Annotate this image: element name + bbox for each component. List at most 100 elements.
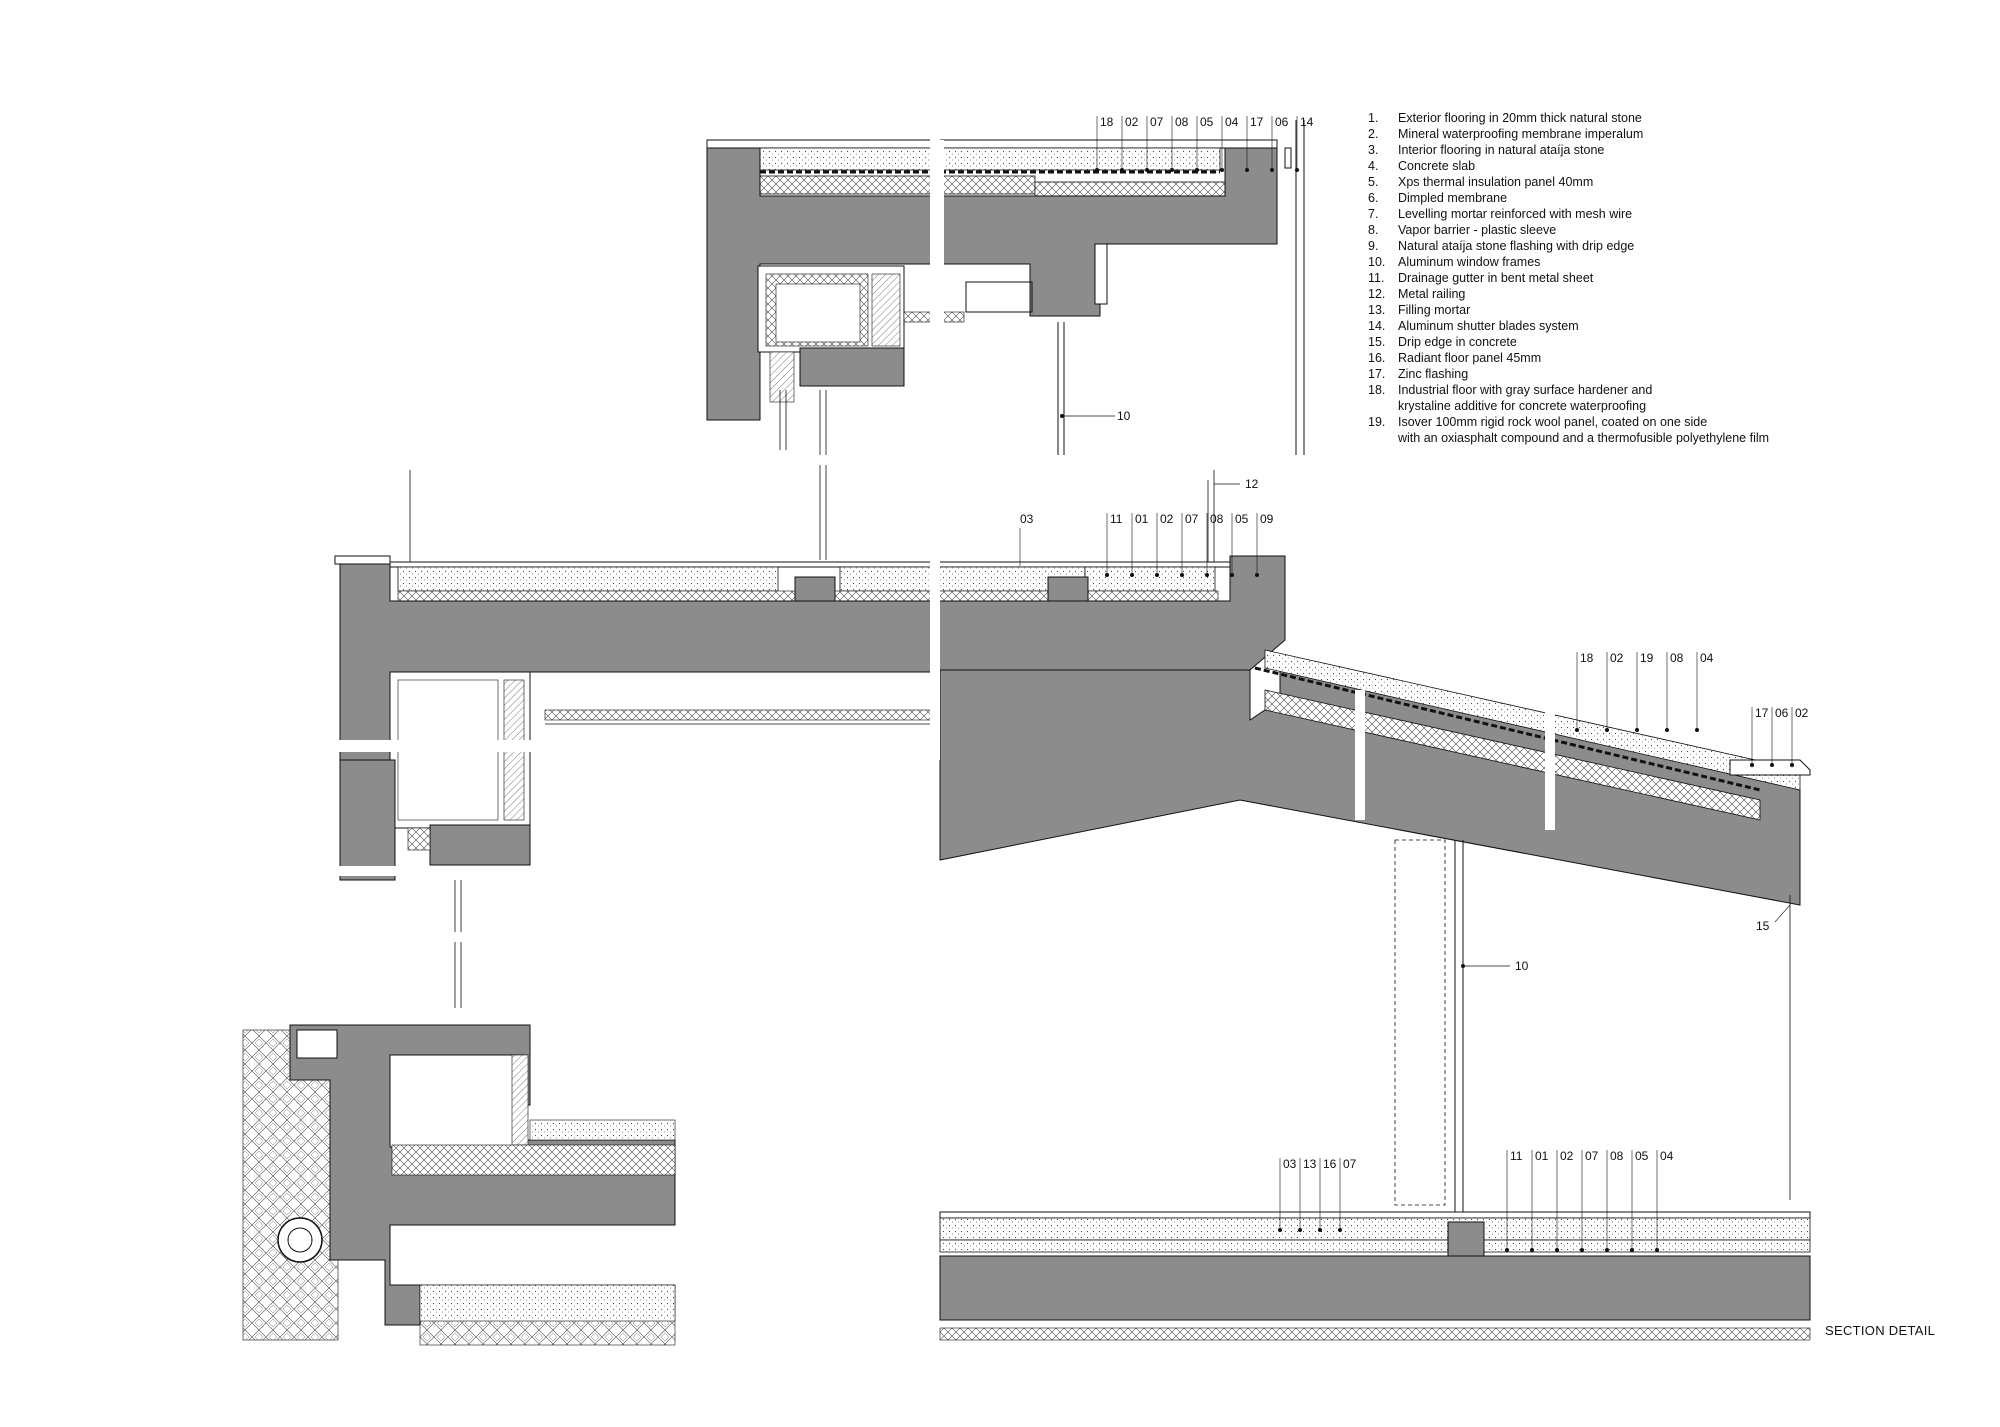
- callout-dot: [1205, 573, 1209, 577]
- legend-text: Exterior flooring in 20mm thick natural …: [1398, 111, 1642, 125]
- callout-dot: [1605, 1248, 1609, 1252]
- callout-dot: [1295, 168, 1299, 172]
- legend-number: 14.: [1368, 319, 1386, 333]
- legend-number: 3.: [1368, 143, 1379, 157]
- callout-dot: [1338, 1228, 1342, 1232]
- callout-dot: [1665, 728, 1669, 732]
- legend-text: Radiant floor panel 45mm: [1398, 351, 1542, 365]
- legend-text: Industrial floor with gray surface harde…: [1398, 383, 1653, 413]
- callout-label: 06: [1775, 706, 1789, 720]
- callout-dot: [1130, 573, 1134, 577]
- callout-window-top: 10: [1117, 409, 1131, 423]
- legend-item: 2.Mineral waterproofing membrane imperal…: [1368, 126, 1928, 142]
- break-lines: [330, 130, 1555, 942]
- callout-label: 17: [1755, 706, 1769, 720]
- callout-label: 08: [1670, 651, 1684, 665]
- callout-dot: [1318, 1228, 1322, 1232]
- legend-text: Filling mortar: [1398, 303, 1471, 317]
- legend-number: 13.: [1368, 303, 1386, 317]
- callout-dot: [1220, 168, 1224, 172]
- callout-label: 01: [1135, 512, 1149, 526]
- top-roof-detail: [706, 120, 1305, 560]
- legend-item: 4.Concrete slab: [1368, 158, 1928, 174]
- legend: 1. Exterior flooring in 20mm thick natura…: [1368, 110, 1928, 446]
- legend-text: Drip edge in concrete: [1398, 335, 1517, 349]
- foundation-detail: [242, 880, 676, 1346]
- legend-item: 12.Metal railing: [1368, 286, 1928, 302]
- callout-label: 18: [1580, 651, 1594, 665]
- callout-dot: [1095, 168, 1099, 172]
- callout-dot: [1770, 763, 1774, 767]
- legend-text: Interior flooring in natural ataíja ston…: [1398, 143, 1605, 157]
- legend-item: 1. Exterior flooring in 20mm thick natura…: [1368, 110, 1928, 126]
- callout-label: 16: [1323, 1157, 1337, 1171]
- legend-number: 4.: [1368, 159, 1379, 173]
- legend-number: 11.: [1368, 271, 1385, 285]
- legend-number: 1.: [1368, 111, 1379, 125]
- legend-text: Levelling mortar reinforced with mesh wi…: [1398, 207, 1633, 221]
- legend-item: 15.Drip edge in concrete: [1368, 334, 1928, 350]
- callout-label: 04: [1660, 1149, 1674, 1163]
- legend-text: Zinc flashing: [1398, 367, 1469, 381]
- legend-number: 6.: [1368, 191, 1379, 205]
- callout-label: 09: [1260, 512, 1274, 526]
- legend-text: Dimpled membrane: [1398, 191, 1508, 205]
- callout-dot: [1575, 728, 1579, 732]
- callout-dot: [1145, 168, 1149, 172]
- legend-text: Drainage gutter in bent metal sheet: [1398, 271, 1594, 285]
- callout-label: 01: [1535, 1149, 1549, 1163]
- callout-dot: [1298, 1228, 1302, 1232]
- callout-dot: [1580, 1248, 1584, 1252]
- callout-label: 13: [1303, 1157, 1317, 1171]
- section-title: SECTION DETAIL: [1825, 1323, 1936, 1338]
- callout-label: 19: [1640, 651, 1654, 665]
- legend-number: 2.: [1368, 127, 1379, 141]
- callout-label: 06: [1275, 115, 1289, 129]
- legend-item: 5. Xps thermal insulation panel 40mm: [1368, 174, 1928, 190]
- callout-dot: [1695, 728, 1699, 732]
- callout-label: 07: [1343, 1157, 1357, 1171]
- callout-dot: [1630, 1248, 1634, 1252]
- callout-label: 14: [1300, 115, 1314, 129]
- legend-item: 11. Drainage gutter in bent metal sheet: [1368, 270, 1928, 286]
- callout-dot: [1245, 168, 1249, 172]
- callout-label: 02: [1160, 512, 1174, 526]
- callout-dot: [1278, 1228, 1282, 1232]
- callout-dot: [1105, 573, 1109, 577]
- callout-label: 18: [1100, 115, 1114, 129]
- callout-dot: [1750, 763, 1754, 767]
- legend-number: 17.: [1368, 367, 1386, 381]
- callout-dot: [1155, 573, 1159, 577]
- legend-item: 8.Vapor barrier - plastic sleeve: [1368, 222, 1928, 238]
- callout-label: 02: [1610, 651, 1624, 665]
- callout-dot: [1655, 1248, 1659, 1252]
- callout-label: 08: [1210, 512, 1224, 526]
- callout-label: 05: [1635, 1149, 1649, 1163]
- legend-number: 19.: [1368, 415, 1386, 429]
- callout-label: 02: [1560, 1149, 1574, 1163]
- legend-number: 5.: [1368, 175, 1379, 189]
- legend-text: Xps thermal insulation panel 40mm: [1398, 175, 1594, 189]
- callout-label: 07: [1585, 1149, 1599, 1163]
- legend-number: 7.: [1368, 207, 1379, 221]
- callout-label: 08: [1175, 115, 1189, 129]
- legend-item: 7. Levelling mortar reinforced with mesh …: [1368, 206, 1928, 222]
- callout-window-bottom: 10: [1515, 959, 1529, 973]
- callout-label: 11: [1510, 1149, 1523, 1163]
- callout-label: 11: [1110, 512, 1123, 526]
- legend-number: 9.: [1368, 239, 1379, 253]
- callout-dot: [1505, 1248, 1509, 1252]
- callout-label: 04: [1700, 651, 1714, 665]
- legend-text: Isover 100mm rigid rock wool panel, coat…: [1398, 415, 1770, 445]
- legend-item: 10.Aluminum window frames: [1368, 254, 1928, 270]
- callout-label: 07: [1150, 115, 1164, 129]
- legend-text: Natural ataíja stone flashing with drip …: [1398, 239, 1635, 253]
- legend-item: 16.Radiant floor panel 45mm: [1368, 350, 1928, 366]
- legend-item: 6. Dimpled membrane: [1368, 190, 1928, 206]
- callout-label: 05: [1235, 512, 1249, 526]
- callout-label: 07: [1185, 512, 1199, 526]
- legend-number: 18.: [1368, 383, 1386, 397]
- callout-dot: [1120, 168, 1124, 172]
- callout-dot: [1605, 728, 1609, 732]
